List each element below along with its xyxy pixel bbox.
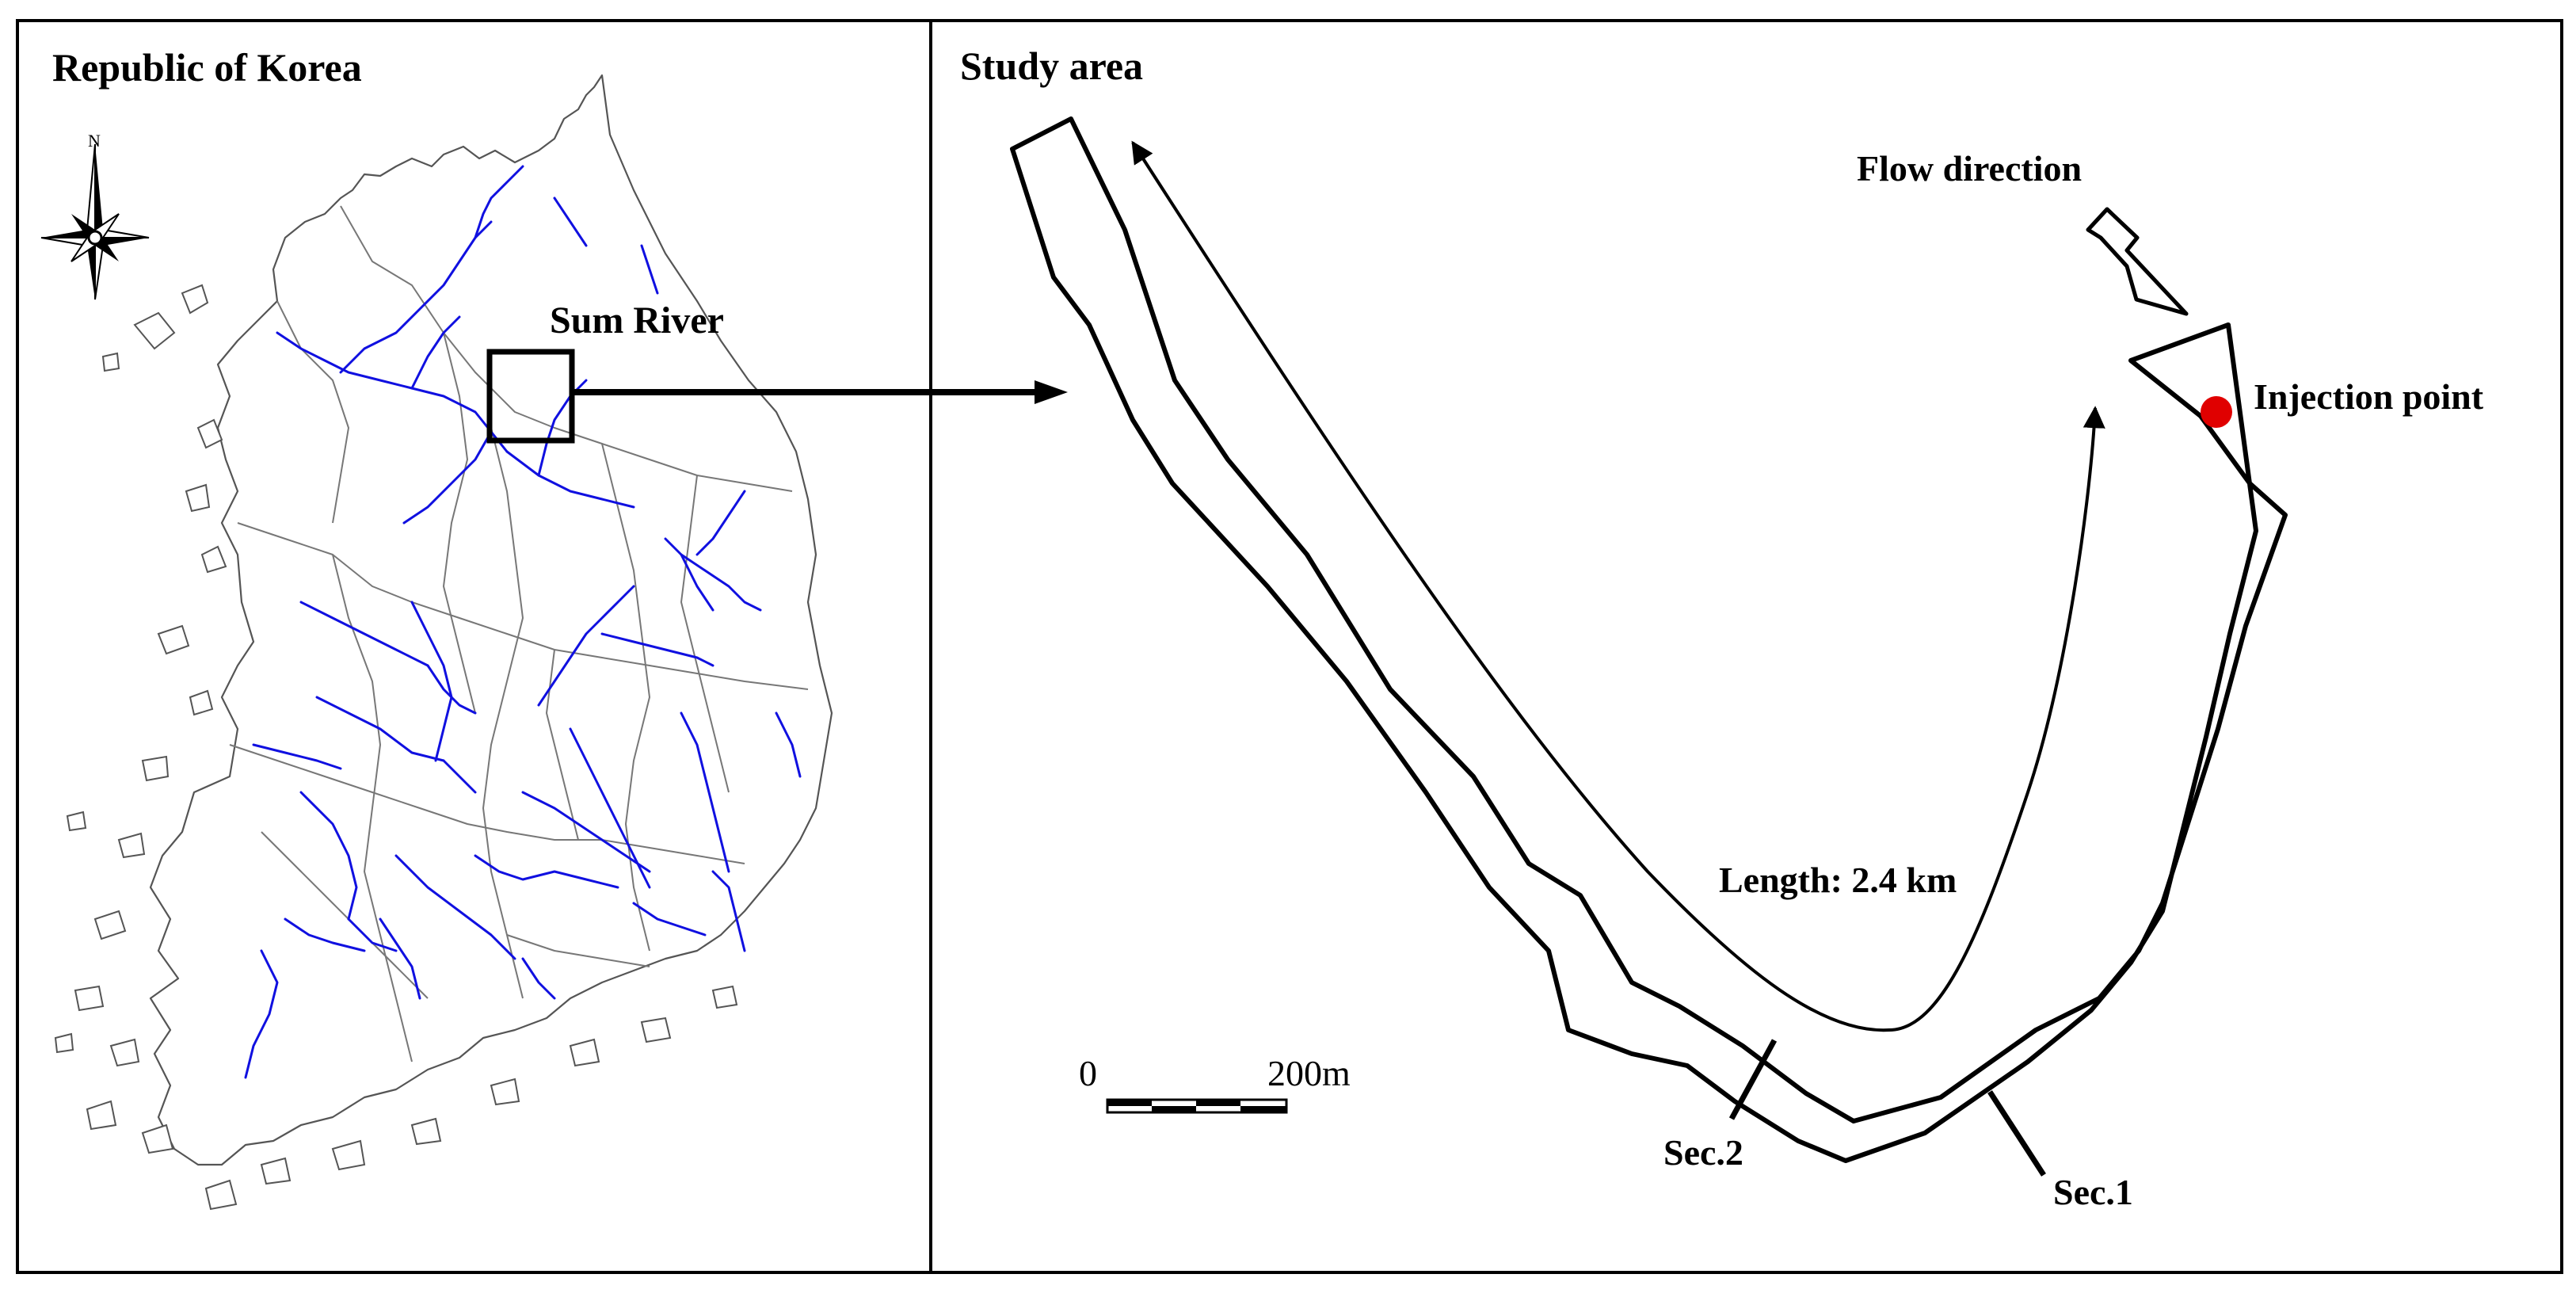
injection-point-label: Injection point	[2254, 376, 2484, 417]
flow-direction-arrow-icon	[2086, 207, 2189, 316]
korea-map-title: Republic of Korea	[52, 45, 362, 90]
river-length-label: Length: 2.4 km	[1719, 860, 1957, 900]
river-channel-outline	[1010, 116, 2288, 1163]
compass-rose-icon	[40, 143, 150, 300]
scale-bar	[1106, 1098, 1288, 1114]
study-area-panel: Study area Flow direction Injection poin…	[960, 44, 2484, 1212]
river-length-arrow	[1131, 140, 2105, 1032]
scale-bar-end-label: 200m	[1267, 1053, 1351, 1093]
flow-direction-label: Flow direction	[1857, 148, 2082, 189]
study-area-title: Study area	[960, 44, 1143, 88]
sum-river-location-box	[486, 349, 575, 444]
korea-rivers	[244, 165, 802, 1079]
section-2-label: Sec.2	[1663, 1132, 1743, 1173]
section-1-line	[1987, 1090, 2046, 1177]
scale-bar-zero-label: 0	[1079, 1053, 1097, 1093]
korea-map-panel: Republic of Korea N	[40, 45, 1068, 1211]
korea-boundaries	[229, 205, 809, 1062]
sum-river-label: Sum River	[550, 299, 724, 341]
compass-north-label: N	[88, 131, 101, 151]
figure-frame	[16, 19, 2563, 1274]
korea-islands	[54, 284, 738, 1211]
inset-link-arrowhead	[1035, 380, 1068, 404]
section-2-line	[1728, 1039, 1778, 1120]
injection-point-marker-icon	[2201, 396, 2232, 428]
section-1-label: Sec.1	[2053, 1172, 2133, 1212]
